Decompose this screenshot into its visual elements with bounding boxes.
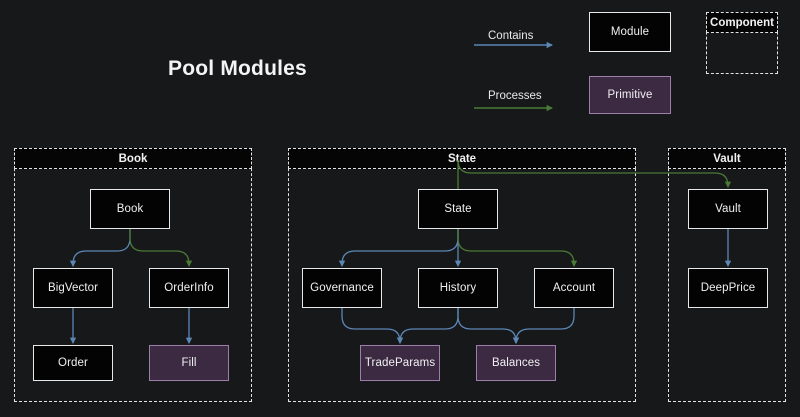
node-tradeparams-label: TradeParams	[364, 357, 436, 369]
node-balances-label: Balances	[491, 357, 541, 369]
node-vault[interactable]: Vault	[688, 189, 768, 229]
node-bigvector-label: BigVector	[47, 282, 99, 294]
node-governance[interactable]: Governance	[302, 268, 382, 308]
node-account[interactable]: Account	[534, 268, 614, 308]
group-vault-header: Vault	[668, 148, 786, 169]
node-deepprice[interactable]: DeepPrice	[688, 268, 768, 308]
group-book-label: Book	[118, 152, 148, 165]
node-book-label: Book	[116, 203, 144, 215]
legend-component-header: Component	[706, 12, 778, 33]
group-vault-label: Vault	[713, 152, 741, 165]
legend-primitive-label: Primitive	[607, 89, 653, 101]
node-account-label: Account	[552, 282, 596, 294]
node-order-label: Order	[58, 357, 88, 369]
node-bigvector[interactable]: BigVector	[33, 268, 113, 308]
node-tradeparams[interactable]: TradeParams	[360, 345, 440, 381]
legend-processes-label: Processes	[488, 90, 542, 102]
node-balances[interactable]: Balances	[476, 345, 556, 381]
node-governance-label: Governance	[310, 282, 374, 294]
group-state-label: State	[447, 152, 477, 165]
node-state[interactable]: State	[418, 189, 498, 229]
node-orderinfo-label: OrderInfo	[164, 282, 214, 294]
node-deepprice-label: DeepPrice	[700, 282, 756, 294]
node-vault-label: Vault	[715, 203, 741, 215]
legend-component-label: Component	[710, 16, 774, 29]
node-fill-label: Fill	[181, 357, 197, 369]
node-order[interactable]: Order	[33, 345, 113, 381]
legend-module-box: Module	[589, 12, 671, 52]
group-state-header: State	[288, 148, 636, 169]
group-book-header: Book	[14, 148, 252, 169]
node-orderinfo[interactable]: OrderInfo	[149, 268, 229, 308]
legend-contains-label: Contains	[488, 30, 534, 42]
node-history[interactable]: History	[418, 268, 498, 308]
node-fill[interactable]: Fill	[149, 345, 229, 381]
node-history-label: History	[439, 282, 477, 294]
node-state-label: State	[444, 203, 472, 215]
legend-primitive-box: Primitive	[589, 76, 671, 114]
node-book[interactable]: Book	[90, 189, 170, 229]
legend-module-label: Module	[610, 26, 650, 38]
page-title: Pool Modules	[168, 57, 307, 80]
